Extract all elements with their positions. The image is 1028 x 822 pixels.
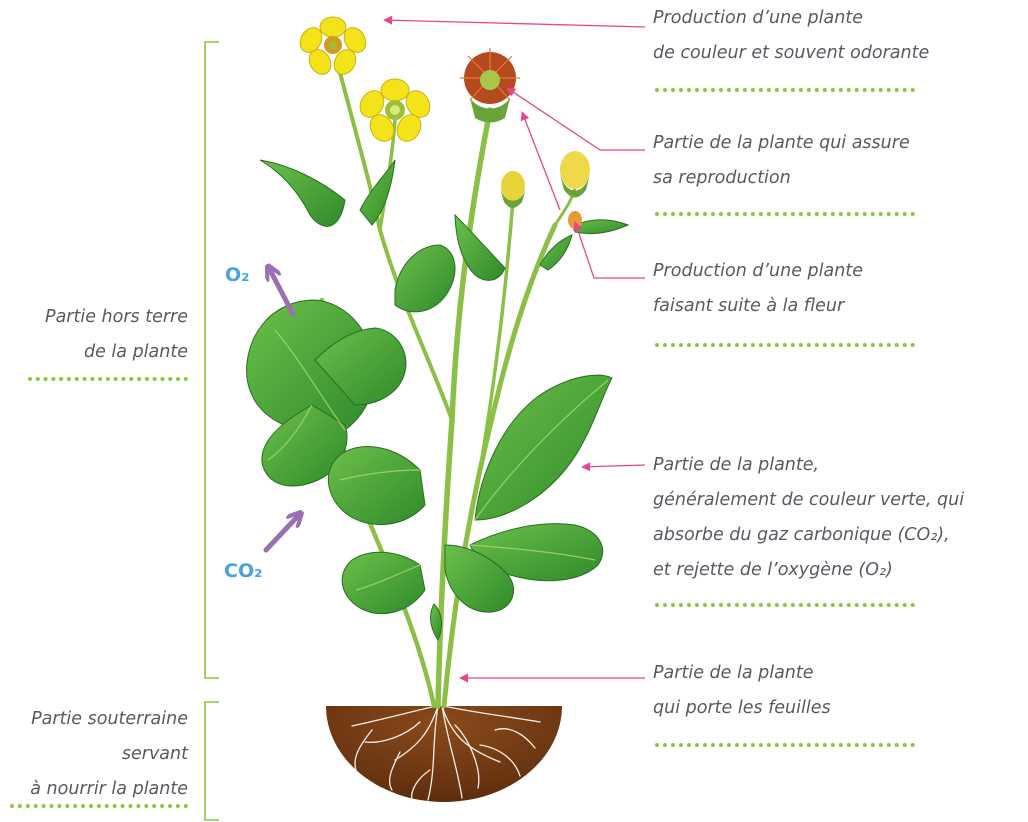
label-racines: Partie souterraine servant à nourrir la … [30, 702, 188, 807]
o2-arrow [270, 270, 293, 314]
answer-line-feuille [655, 603, 915, 607]
o2-label: O₂ [225, 264, 249, 286]
pointer-reproduction-bud [522, 112, 560, 210]
answer-line-racines [10, 804, 188, 808]
co2-arrow [266, 516, 298, 550]
label-hors-terre: Partie hors terre de la plante [45, 300, 188, 370]
answer-line-pistil [655, 212, 915, 216]
answer-line-tige [655, 743, 915, 747]
flower-bud-right [560, 151, 590, 198]
leaves [247, 160, 628, 640]
label-feuille: Partie de la plante, généralement de cou… [653, 448, 964, 588]
aerial-part-bracket [205, 42, 219, 678]
label-fleur: Production d’une plante de couleur et so… [653, 1, 929, 71]
answer-line-hors-terre [28, 377, 188, 381]
label-pistil: Partie de la plante qui assure sa reprod… [653, 126, 910, 196]
pointer-reproduction [507, 88, 645, 150]
label-fruit: Production d’une plante faisant suite à … [653, 254, 863, 324]
seed-head [460, 48, 520, 123]
pointer-flower [384, 20, 645, 27]
pointer-leaf [582, 465, 645, 467]
label-tige: Partie de la plante qui porte les feuill… [653, 656, 831, 726]
flower-top-left [296, 17, 370, 78]
answer-line-fleur [655, 88, 915, 92]
underground-part-bracket [205, 702, 219, 820]
co2-label: CO₂ [224, 560, 262, 582]
fruit [568, 211, 582, 229]
flower-bud-small [500, 171, 526, 208]
answer-line-fruit [655, 343, 915, 347]
